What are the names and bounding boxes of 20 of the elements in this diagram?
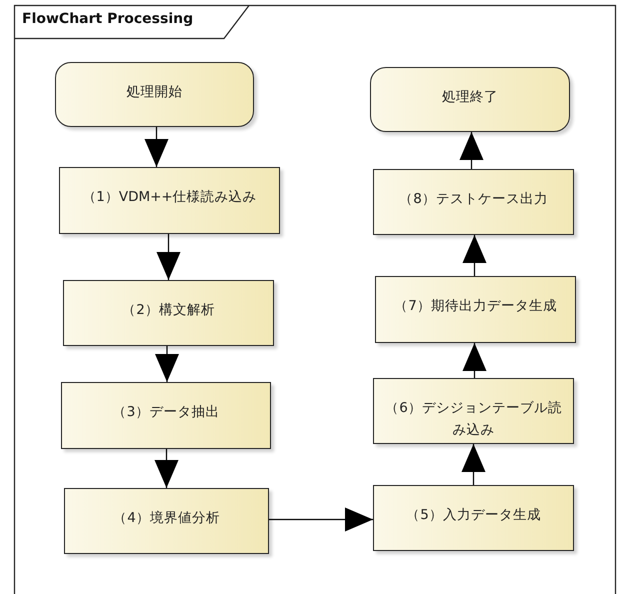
process-box: （1）VDM++仕様読み込み (59, 167, 280, 234)
arrow (462, 444, 486, 485)
process-box: （7）期待出力データ生成 (375, 276, 576, 343)
process-box: （2）構文解析 (63, 280, 274, 346)
arrow (269, 508, 373, 532)
process-box: （8）テストケース出力 (373, 169, 574, 235)
frame-title: FlowChart Processing (22, 11, 194, 27)
arrow (156, 234, 180, 280)
arrow (462, 343, 486, 378)
process-box: （3）データ抽出 (61, 382, 271, 449)
arrow (144, 127, 168, 167)
arrow (460, 132, 484, 169)
arrow (154, 449, 178, 488)
arrow (155, 346, 179, 382)
process-box: （4）境界値分析 (64, 488, 269, 554)
process-box: （5）入力データ生成 (373, 485, 574, 551)
terminal-box: 処理終了 (370, 67, 570, 132)
arrow (462, 235, 486, 276)
terminal-box: 処理開始 (55, 62, 254, 127)
process-box: （6）デシジョンテーブル読み込み (373, 378, 574, 444)
